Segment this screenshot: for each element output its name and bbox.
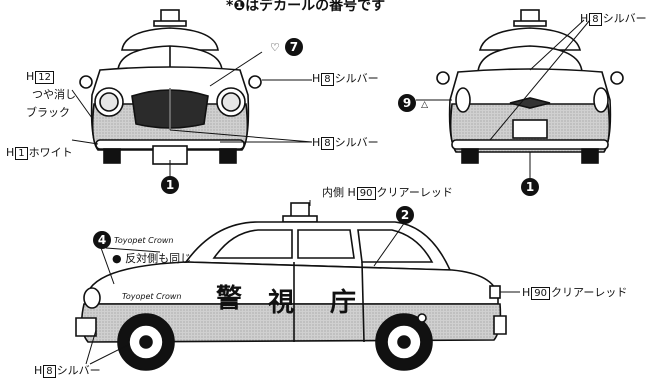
side-window-front — [212, 229, 293, 259]
decal-1-rear: 1 — [521, 176, 539, 196]
label-matte: つや消し — [32, 88, 76, 101]
rear-view — [436, 9, 624, 164]
side-front-bumper — [75, 317, 97, 337]
side-kanji-3: 庁 — [330, 288, 357, 318]
side-window-mid — [297, 229, 355, 259]
label-black: ブラック — [26, 106, 70, 119]
decal-7-marker: ♡ 7 — [270, 36, 303, 56]
script-logo-body: Toyopet Crown — [122, 292, 182, 301]
rear-window — [477, 45, 583, 73]
side-headlight — [83, 287, 101, 309]
rear-taillight-left — [455, 87, 471, 113]
rear-license-plate — [512, 119, 548, 139]
decal-9-marker: 9 △ — [398, 92, 428, 112]
side-view — [75, 202, 507, 371]
label-opposite-same: ● 反対側も同じ — [112, 252, 192, 265]
script-logo-upper: Toyopet Crown — [114, 236, 174, 245]
rear-taillight-right — [593, 87, 609, 113]
decal-1-front: 1 — [161, 174, 179, 194]
front-mirror-right — [248, 75, 262, 89]
decal-2-marker: 2 — [396, 204, 414, 224]
side-window-rear — [357, 229, 434, 263]
front-roof — [121, 27, 219, 51]
side-roof-lamp — [290, 202, 310, 218]
side-kanji-1: 警 — [216, 284, 243, 314]
front-mirror-left — [79, 75, 93, 89]
side-taillight — [489, 285, 501, 299]
decal-4-marker: 4 — [93, 229, 111, 249]
decal-number-note: *❶はデカールの番号です — [226, 0, 386, 14]
leader-lines — [71, 19, 591, 365]
front-view — [79, 9, 262, 165]
side-kanji-2: 視 — [268, 288, 295, 318]
rear-bumper — [451, 139, 609, 150]
